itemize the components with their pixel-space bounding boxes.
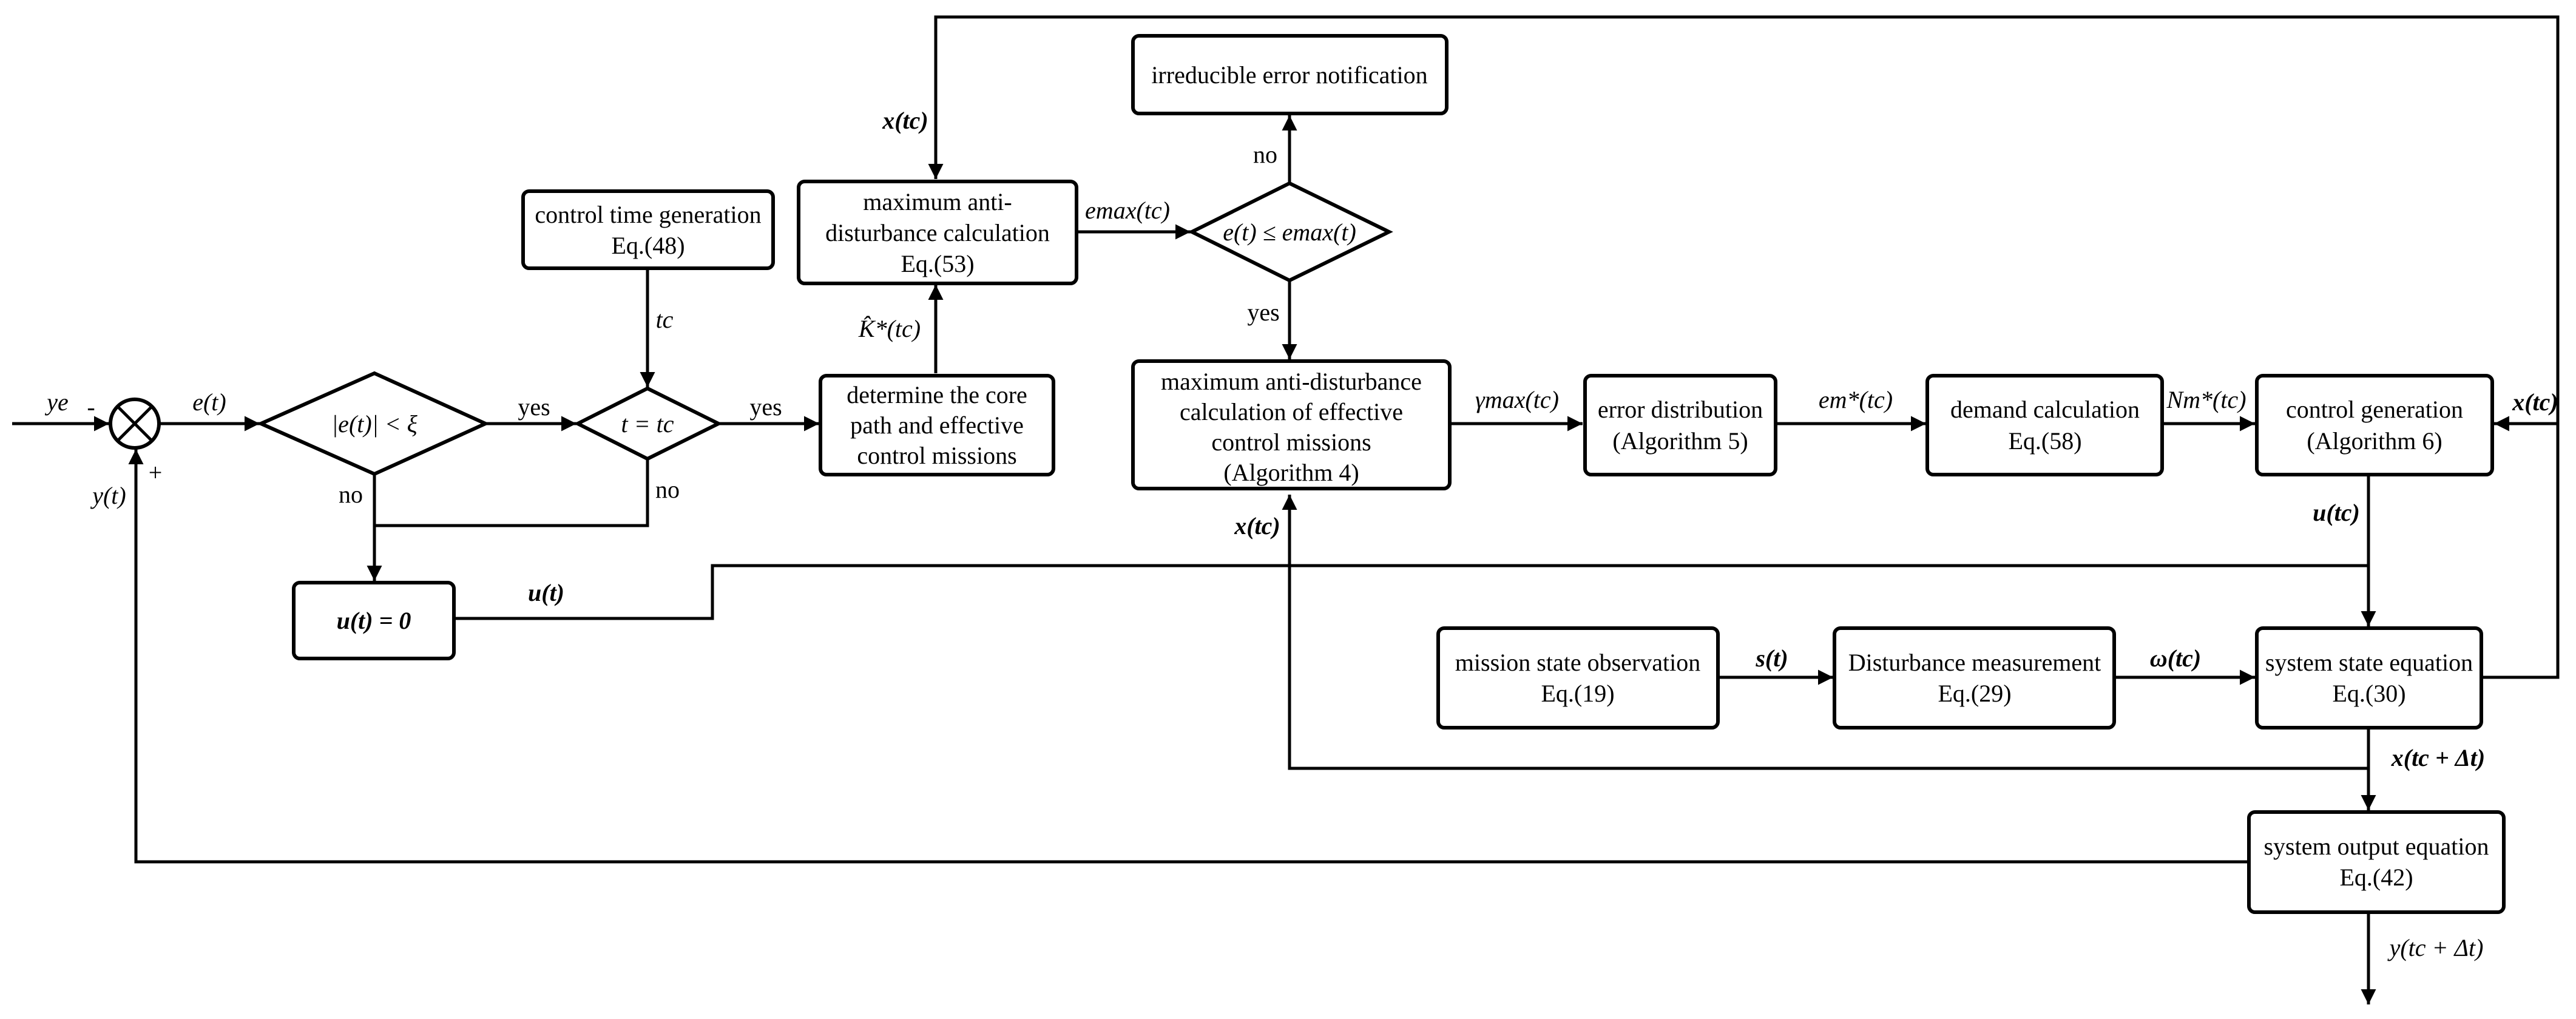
signal-omega: ω(tc) <box>2150 645 2201 672</box>
block-zero-control: u(t) = 0 <box>292 581 456 660</box>
block-demand-calculation: demand calculation Eq.(58) <box>1925 374 2164 476</box>
block-error-distribution: error distribution (Algorithm 5) <box>1583 374 1777 476</box>
svg-text:determine the core: determine the core <box>847 381 1027 408</box>
label-plus: + <box>149 459 163 486</box>
svg-text:Eq.(42): Eq.(42) <box>2339 864 2413 891</box>
signal-ye: ye <box>44 388 69 416</box>
decision-error-bound-label: e(t) ≤ emax(t) <box>1223 218 1356 246</box>
svg-text:error distribution: error distribution <box>1598 396 1763 423</box>
signal-et: e(t) <box>192 388 226 416</box>
label-no-d1: no <box>339 481 363 508</box>
svg-text:irreducible error notification: irreducible error notification <box>1151 61 1427 89</box>
signal-utc: u(tc) <box>2313 499 2360 526</box>
signal-labels: ye e(t) y(t) tc u(t) K̂*(tc) x(tc) emax(… <box>44 107 2558 961</box>
line-ut <box>455 564 2368 620</box>
signal-emax-tc: emax(tc) <box>1085 197 1170 224</box>
block-disturbance-measurement: Disturbance measurement Eq.(29) <box>1833 626 2116 730</box>
svg-text:Disturbance measurement: Disturbance measurement <box>1848 649 2101 676</box>
decision-error-threshold-label: |e(t)| < ξ <box>331 410 418 438</box>
signal-st: s(t) <box>1755 645 1788 672</box>
svg-text:(Algorithm 4): (Algorithm 4) <box>1223 459 1359 486</box>
label-yes-d3: yes <box>1247 299 1279 326</box>
label-minus: - <box>87 393 95 421</box>
svg-text:(Algorithm 5): (Algorithm 5) <box>1612 427 1748 455</box>
block-core-path: determine the core path and effective co… <box>819 374 1055 476</box>
line-x-top <box>928 15 2560 679</box>
svg-text:system state equation: system state equation <box>2265 649 2473 676</box>
svg-text:path and effective: path and effective <box>850 411 1024 439</box>
block-mission-state-observation: mission state observation Eq.(19) <box>1436 626 1720 730</box>
line-y-feedback <box>128 449 2247 864</box>
label-yes-d1: yes <box>518 393 550 421</box>
signal-xtc-top: x(tc) <box>882 107 928 134</box>
decision-error-threshold: |e(t)| < ξ <box>256 371 490 476</box>
block-control-generation: control generation (Algorithm 6) <box>2255 374 2494 476</box>
block-max-anti-disturbance: maximum anti- disturbance calculation Eq… <box>797 180 1078 285</box>
svg-text:control generation: control generation <box>2286 396 2463 423</box>
block-irreducible-error: irreducible error notification <box>1131 34 1449 115</box>
label-no-d3: no <box>1253 141 1277 168</box>
decision-error-bound: e(t) ≤ emax(t) <box>1188 181 1393 283</box>
edge-labels: yes yes yes no no no - + <box>87 141 1279 508</box>
svg-text:control missions: control missions <box>1211 428 1371 456</box>
label-no-d2: no <box>655 476 680 503</box>
line-x-feedback <box>1282 495 2368 770</box>
decision-time-check-label: t = tc <box>621 410 674 438</box>
signal-y-next: y(tc + Δt) <box>2387 934 2484 961</box>
signal-k-hat: K̂*(tc) <box>858 315 921 342</box>
decision-time-check: t = tc <box>573 386 723 461</box>
block-control-time-generation: control time generation Eq.(48) <box>521 189 775 270</box>
svg-text:(Algorithm 6): (Algorithm 6) <box>2307 427 2442 455</box>
block-system-state-equation: system state equation Eq.(30) <box>2255 626 2483 730</box>
svg-text:maximum anti-disturbance: maximum anti-disturbance <box>1161 368 1422 395</box>
summing-junction <box>109 398 161 450</box>
signal-ut: u(t) <box>528 579 564 606</box>
svg-text:maximum anti-: maximum anti- <box>863 188 1012 215</box>
label-yes-d2: yes <box>749 393 782 421</box>
signal-yt: y(t) <box>90 482 126 509</box>
svg-text:Eq.(53): Eq.(53) <box>901 250 974 277</box>
svg-text:system output equation: system output equation <box>2263 833 2489 860</box>
svg-text:Eq.(29): Eq.(29) <box>1938 680 2011 707</box>
signal-gamma: γmax(tc) <box>1475 386 1559 413</box>
connectors <box>12 15 2560 1004</box>
block-system-output-equation: system output equation Eq.(42) <box>2247 810 2506 914</box>
svg-text:control missions: control missions <box>857 442 1016 469</box>
block-max-anti-disturbance-effective: maximum anti-disturbance calculation of … <box>1131 359 1452 490</box>
svg-text:Eq.(48): Eq.(48) <box>611 232 685 259</box>
line-no-d2 <box>374 460 649 527</box>
svg-text:Eq.(19): Eq.(19) <box>1541 680 1614 707</box>
svg-text:control time generation: control time generation <box>535 201 761 228</box>
svg-text:Eq.(30): Eq.(30) <box>2332 680 2405 707</box>
signal-nm: Nm*(tc) <box>2166 386 2246 413</box>
signal-em: em*(tc) <box>1819 386 1893 413</box>
svg-text:demand calculation: demand calculation <box>1950 396 2140 423</box>
svg-text:mission state observation: mission state observation <box>1455 649 1700 676</box>
signal-xtc-feedback: x(tc) <box>1234 512 1280 540</box>
signal-x-next: x(tc + Δt) <box>2391 744 2486 771</box>
svg-text:calculation of effective: calculation of effective <box>1180 398 1403 425</box>
svg-text:disturbance calculation: disturbance calculation <box>825 219 1050 246</box>
svg-text:u(t) = 0: u(t) = 0 <box>337 607 411 634</box>
signal-xtc-right: x(tc) <box>2512 388 2558 416</box>
svg-text:Eq.(58): Eq.(58) <box>2008 427 2081 455</box>
signal-tc: tc <box>656 306 674 333</box>
